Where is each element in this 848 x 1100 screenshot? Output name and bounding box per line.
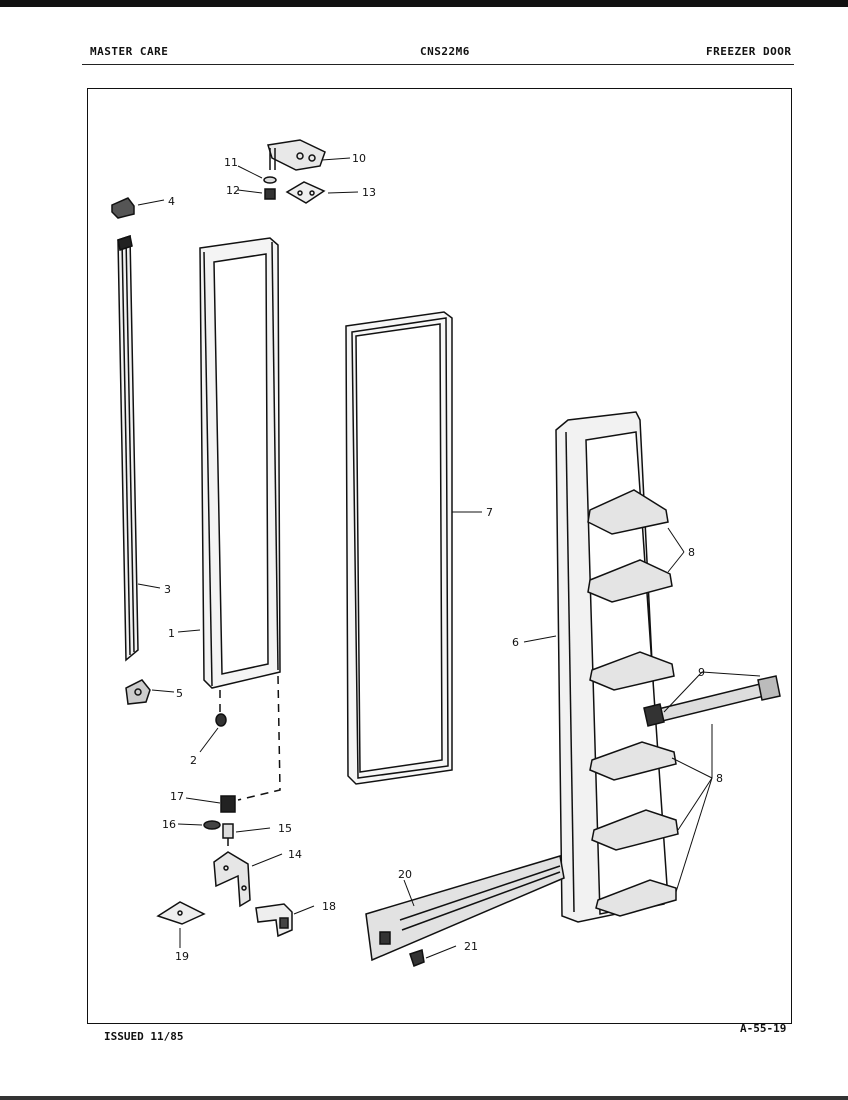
part-4-end-cap [111,197,135,219]
part-11-washer [263,176,277,184]
part-14-bottom-hinge [213,851,251,908]
callout-10: 10 [352,152,366,165]
part-18-bracket [255,903,293,938]
part-8-door-shelves [587,489,679,917]
model-number: CNS22M6 [420,45,470,58]
part-2-bushing [215,713,227,727]
part-13-hinge-shim [285,181,326,204]
callout-20: 20 [398,868,412,881]
callout-2: 2 [190,754,197,767]
part-20-door-rail [365,855,565,962]
page-reference: A-55-19 [740,1022,787,1035]
section-title: FREEZER DOOR [706,45,792,58]
callout-15: 15 [278,822,292,835]
callout-18: 18 [322,900,336,913]
callout-6: 6 [512,636,519,649]
part-10-top-hinge [267,139,326,171]
part-15-hinge-pin [222,823,234,846]
part-3-handle-trim [117,234,139,662]
callout-16: 16 [162,818,176,831]
callout-8-upper: 8 [688,546,695,559]
callout-4: 4 [168,195,175,208]
callout-9: 9 [698,666,705,679]
part-1-door-frame [199,237,281,689]
callout-1: 1 [168,627,175,640]
part-5-lower-cap [125,679,151,705]
part-17-bushing [220,795,236,813]
issued-date: ISSUED 11/85 [104,1030,184,1043]
callout-7: 7 [486,506,493,519]
callout-19: 19 [175,950,189,963]
callout-12: 12 [226,184,240,197]
hinge-axis-dashed-line [219,675,281,801]
callout-3: 3 [164,583,171,596]
part-21-screw [409,949,425,967]
callout-11: 11 [224,156,238,169]
callout-8-lower: 8 [716,772,723,785]
bottom-border-bar [0,1096,848,1100]
part-16-washer [203,820,221,830]
brand-label: MASTER CARE [90,45,169,58]
part-12-bushing [264,188,276,200]
header-rule [82,64,794,65]
callout-5: 5 [176,687,183,700]
callout-14: 14 [288,848,302,861]
part-9-shelf-bar [643,675,781,727]
diagram-frame [87,88,792,1024]
callout-17: 17 [170,790,184,803]
callout-leaders [137,157,761,959]
callout-13: 13 [362,186,376,199]
top-border-bar [0,0,848,7]
callout-21: 21 [464,940,478,953]
part-7-door-gasket [345,311,453,785]
part-19-hinge-plate [156,901,206,925]
